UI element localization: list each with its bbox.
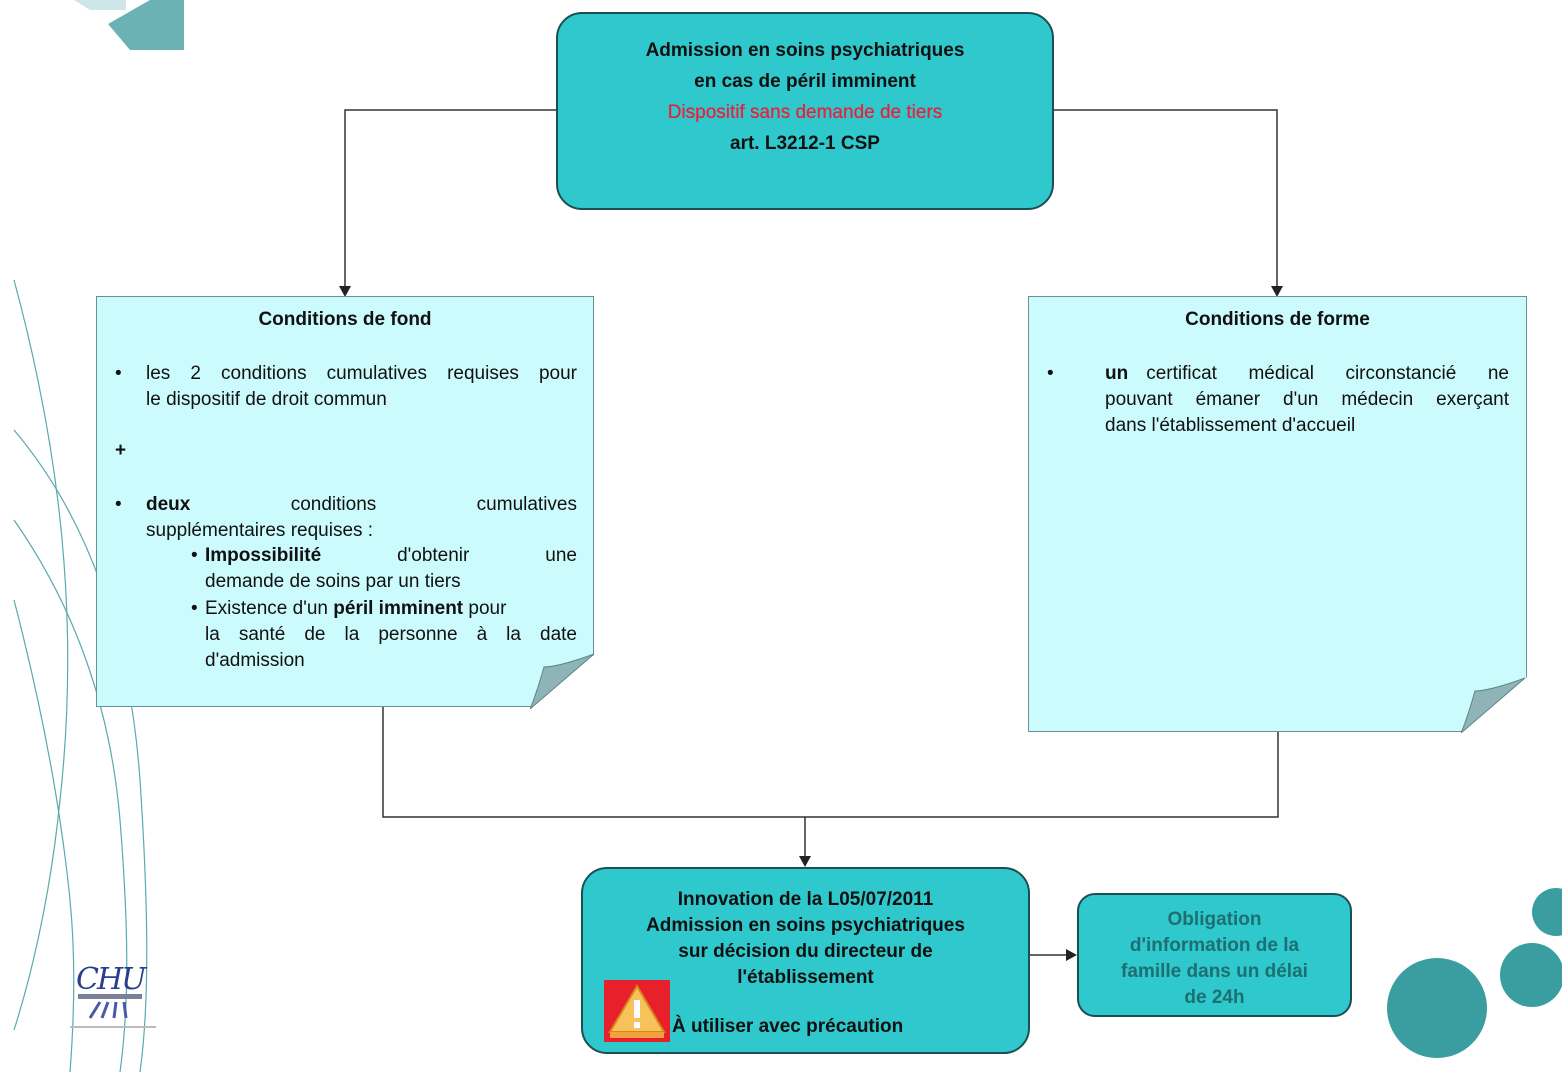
arrowhead xyxy=(1066,949,1077,961)
bullet-text: le dispositif de droit commun xyxy=(146,389,387,410)
connector-left xyxy=(344,109,556,288)
admission-line: Admission en soins psychiatriques xyxy=(645,40,965,61)
sub-bullet-text: pour xyxy=(463,598,507,619)
warning-icon xyxy=(604,980,670,1042)
innovation-box: Innovation de la L05/07/2011 Admission e… xyxy=(581,867,1030,1054)
chu-logo xyxy=(68,960,158,1035)
decor-circle xyxy=(1532,888,1562,936)
bullet-item: • deux conditions cumulatives supplément… xyxy=(115,492,577,544)
obligation-line: Obligation xyxy=(1167,909,1262,930)
sub-bullet-bold: Impossibilité xyxy=(205,545,322,566)
admission-line: en cas de péril imminent xyxy=(694,71,916,92)
connector-merge xyxy=(382,707,1279,818)
innovation-line: Admission en soins psychiatriques xyxy=(646,915,965,936)
swoosh-curve xyxy=(13,429,148,1072)
admission-article: art. L3212-1 CSP xyxy=(730,133,880,154)
note-title: Conditions de fond xyxy=(258,309,432,330)
bullet-marker: • xyxy=(115,363,122,384)
warning-label: À utiliser avec précaution xyxy=(672,1016,904,1037)
obligation-line: famille dans un délai xyxy=(1121,961,1308,982)
admission-subtitle: Dispositif sans demande de tiers xyxy=(667,102,943,123)
bullet-text: dans l'établissement d'accueil xyxy=(1105,415,1356,436)
swoosh-curve xyxy=(13,599,75,1072)
sub-bullet-marker: • xyxy=(191,545,198,566)
decor-circle xyxy=(1500,943,1562,1007)
sub-bullet-item: • Impossibilité d'obtenir une demande de… xyxy=(191,543,577,595)
sub-bullet-text: d'admission xyxy=(205,650,305,671)
sub-bullet-text: une xyxy=(545,545,577,566)
sub-bullet-item: • Existence d'un péril imminent pour la … xyxy=(191,596,577,674)
bullet-item: • un certificat médical circonstancié ne… xyxy=(1047,361,1509,439)
connector-right xyxy=(1054,109,1278,288)
bullet-text-bold: deux xyxy=(146,494,191,515)
corner-decoration xyxy=(108,0,184,50)
chu-logo-text: CHU xyxy=(76,962,146,997)
bullet-text: certificat médical circonstancié ne xyxy=(1146,363,1509,384)
sub-bullet-text: la santé de la personne à la date xyxy=(205,624,577,645)
sub-bullet-text: demande de soins par un tiers xyxy=(205,571,461,592)
sub-bullet-marker: • xyxy=(191,598,198,619)
innovation-line: Innovation de la L05/07/2011 xyxy=(677,889,934,910)
innovation-line: l'établissement xyxy=(737,967,874,988)
innovation-line: sur décision du directeur de xyxy=(678,941,933,962)
bullet-item: • les 2 conditions cumulatives requises … xyxy=(115,361,577,413)
bullet-marker: • xyxy=(1047,363,1054,384)
swoosh-curve xyxy=(13,279,69,1031)
obligation-box: Obligation d'information de la famille d… xyxy=(1077,893,1352,1017)
corner-decoration-light xyxy=(74,0,126,10)
page-curl xyxy=(530,653,596,709)
bullet-text: les 2 conditions cumulatives requises po… xyxy=(146,363,577,384)
arrowhead xyxy=(799,856,811,867)
arrowhead xyxy=(1271,286,1283,297)
page-curl xyxy=(1461,677,1527,733)
sub-bullet-text: Existence d'un xyxy=(205,598,334,619)
bullet-text: conditions xyxy=(290,494,377,515)
conditions-forme-note: Conditions de forme • un certificat médi… xyxy=(1028,296,1527,733)
bullet-marker: • xyxy=(115,494,122,515)
bullet-text-bold: un xyxy=(1105,363,1129,384)
sub-bullet-bold: péril imminent xyxy=(333,598,464,619)
decor-circle xyxy=(1387,958,1487,1058)
sub-bullet-text: d'obtenir xyxy=(397,545,470,566)
obligation-line: d'information de la xyxy=(1129,935,1300,956)
bullet-text: pouvant émaner d'un médecin exerçant xyxy=(1105,389,1509,410)
bullet-text: supplémentaires requises : xyxy=(146,520,374,541)
bullet-text: cumulatives xyxy=(476,494,577,515)
note-title: Conditions de forme xyxy=(1185,309,1370,330)
obligation-line: de 24h xyxy=(1184,987,1245,1008)
plus-sign: + xyxy=(115,440,127,461)
arrowhead xyxy=(339,286,351,297)
admission-box: Admission en soins psychiatriques en cas… xyxy=(556,12,1054,210)
conditions-fond-note: Conditions de fond • les 2 conditions cu… xyxy=(96,296,596,709)
